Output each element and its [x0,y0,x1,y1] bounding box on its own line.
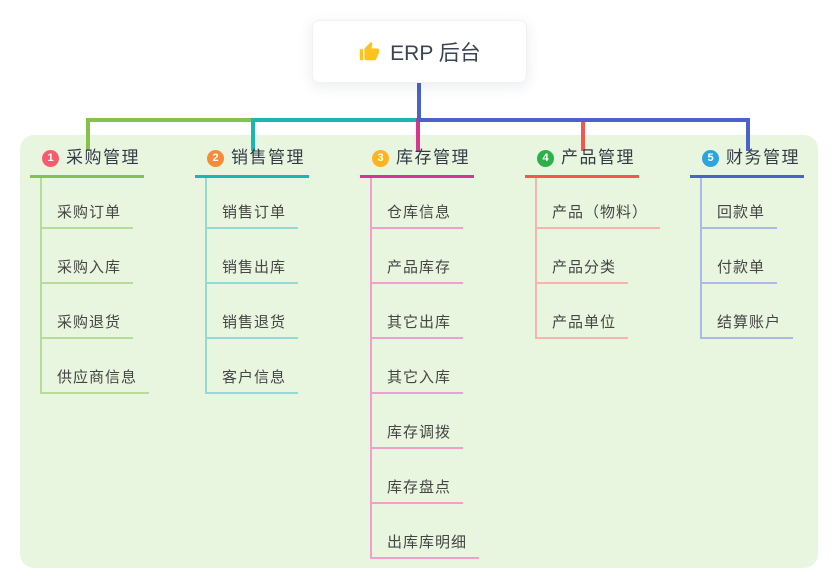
child-node-label: 库存盘点 [370,478,464,504]
child-node-label: 产品分类 [535,258,629,284]
branch-title: 采购管理 [66,148,140,167]
branch-4: 4 产品管理 产品（物料） 产品分类产品单位 [525,147,661,339]
child-node-label: 其它出库 [370,313,464,339]
branch-number-badge: 3 [372,149,389,167]
child-node[interactable]: 库存盘点 [370,449,479,504]
branch-header[interactable]: 1 采购管理 [30,147,144,178]
branch-children: 采购订单采购入库采购退货供应商信息 [40,178,150,394]
child-node[interactable]: 客户信息 [205,339,299,394]
branch-title: 产品管理 [561,148,635,167]
child-node[interactable]: 采购订单 [40,178,149,229]
child-node[interactable]: 回款单 [700,178,793,229]
child-node[interactable]: 产品库存 [370,229,479,284]
child-node-label: 采购退货 [40,313,134,339]
child-node[interactable]: 仓库信息 [370,178,479,229]
branch-number-badge: 5 [702,149,719,167]
branches-panel [20,135,818,568]
branch-number-badge: 2 [207,149,224,167]
child-node-label: 销售出库 [205,258,299,284]
child-node-label: 回款单 [700,203,778,229]
branch-header[interactable]: 2 销售管理 [195,147,309,178]
branch-header[interactable]: 4 产品管理 [525,147,639,178]
child-node-label: 产品库存 [370,258,464,284]
child-node-label: 销售订单 [205,203,299,229]
child-node[interactable]: 产品（物料） [535,178,661,229]
child-node-label: 付款单 [700,258,778,284]
child-node-label: 产品单位 [535,313,629,339]
branch-title: 销售管理 [231,148,305,167]
child-node[interactable]: 采购退货 [40,284,149,339]
root-node[interactable]: ERP 后台 [312,20,527,83]
child-node-label: 供应商信息 [40,368,150,394]
child-node-label: 采购入库 [40,258,134,284]
child-node-label: 产品（物料） [535,203,661,229]
thumbs-up-icon [360,41,380,60]
branch-3: 3 库存管理 仓库信息产品库存其它出库其它入库库存调拨库存盘点出库库明细 [360,147,480,559]
branch-number-badge: 4 [537,149,554,167]
branch-title: 财务管理 [726,148,800,167]
branch-children: 仓库信息产品库存其它出库其它入库库存调拨库存盘点出库库明细 [370,178,480,559]
branch-header[interactable]: 5 财务管理 [690,147,804,178]
child-node[interactable]: 产品分类 [535,229,660,284]
child-node[interactable]: 销售出库 [205,229,299,284]
child-node-label: 仓库信息 [370,203,464,229]
branch-1: 1 采购管理 采购订单采购入库采购退货供应商信息 [30,147,150,394]
child-node[interactable]: 付款单 [700,229,793,284]
child-node-label: 其它入库 [370,368,464,394]
child-node-label: 采购订单 [40,203,134,229]
child-node[interactable]: 结算账户 [700,284,794,339]
child-node-label: 销售退货 [205,313,299,339]
branch-children: 销售订单销售出库销售退货客户信息 [205,178,299,394]
branch-header[interactable]: 3 库存管理 [360,147,474,178]
branch-children: 回款单付款单结算账户 [700,178,794,339]
child-node-label: 库存调拨 [370,423,464,449]
child-node[interactable]: 产品单位 [535,284,660,339]
child-node[interactable]: 供应商信息 [40,339,150,394]
branch-children: 产品（物料） 产品分类产品单位 [535,178,661,339]
child-node[interactable]: 其它入库 [370,339,479,394]
child-node-label: 客户信息 [205,368,299,394]
child-node[interactable]: 出库库明细 [370,504,480,559]
branch-title: 库存管理 [396,148,470,167]
branch-2: 2 销售管理 销售订单销售出库销售退货客户信息 [195,147,309,394]
branch-number-badge: 1 [42,149,59,167]
child-node[interactable]: 库存调拨 [370,394,479,449]
child-node-label: 结算账户 [700,313,794,339]
branch-5: 5 财务管理 回款单付款单结算账户 [690,147,804,339]
root-title: ERP 后台 [390,41,481,65]
child-node[interactable]: 销售订单 [205,178,299,229]
child-node[interactable]: 销售退货 [205,284,299,339]
child-node[interactable]: 其它出库 [370,284,479,339]
child-node[interactable]: 采购入库 [40,229,149,284]
child-node-label: 出库库明细 [370,533,480,559]
